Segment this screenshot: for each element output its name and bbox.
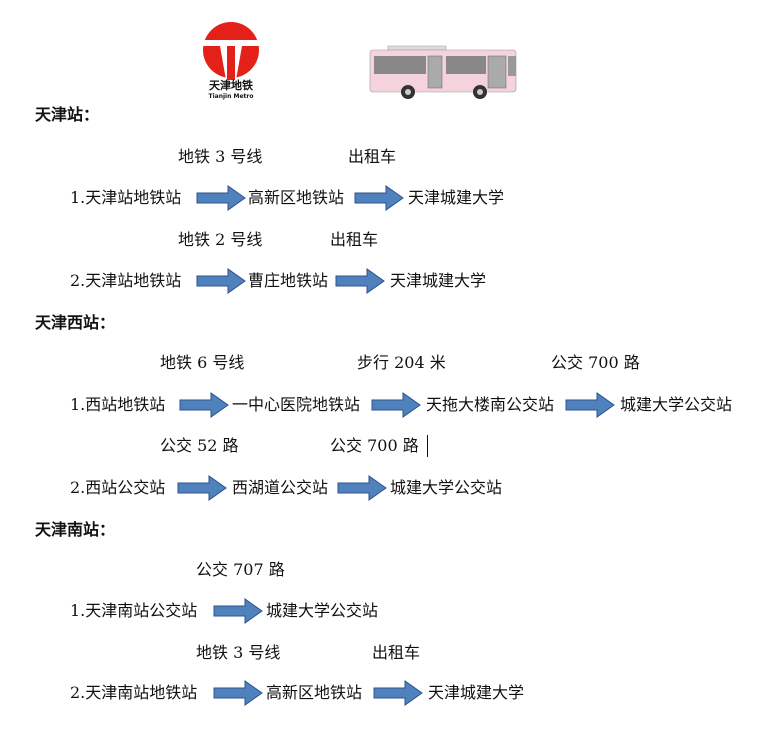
svg-text:天津地铁: 天津地铁 <box>209 78 253 92</box>
route-stop: 高新区地铁站 <box>248 188 345 207</box>
tianjin-metro-logo: 天津地铁 Tianjin Metro <box>198 20 264 100</box>
route-stop: 1.天津南站公交站 <box>70 601 198 620</box>
route-stop: 高新区地铁站 <box>266 683 363 702</box>
route-label: 公交 700 路 <box>551 353 640 372</box>
route-label: 出租车 <box>330 230 379 249</box>
route-label: 地铁 6 号线 <box>160 353 245 372</box>
section-title: 天津站： <box>35 105 100 124</box>
right-arrow-icon <box>213 680 263 706</box>
route-stop: 1.西站地铁站 <box>70 395 166 414</box>
route-stop: 2.西站公交站 <box>70 478 166 497</box>
route-stop: 曹庄地铁站 <box>248 271 329 290</box>
right-arrow-icon <box>179 392 229 418</box>
route-stop: 天津城建大学 <box>428 683 525 702</box>
route-label: 地铁 3 号线 <box>196 643 281 662</box>
right-arrow-icon <box>371 392 421 418</box>
right-arrow-icon <box>335 268 385 294</box>
route-stop: 天津城建大学 <box>408 188 505 207</box>
right-arrow-icon <box>213 598 263 624</box>
route-label: 地铁 2 号线 <box>178 230 263 249</box>
right-arrow-icon <box>565 392 615 418</box>
route-stop: 城建大学公交站 <box>390 478 503 497</box>
route-label: 公交 700 路 <box>330 436 419 455</box>
right-arrow-icon <box>354 185 404 211</box>
text-cursor <box>427 435 428 457</box>
route-label: 步行 204 米 <box>357 353 446 372</box>
route-stop: 天拖大楼南公交站 <box>426 395 555 414</box>
route-stop: 2.天津站地铁站 <box>70 271 182 290</box>
route-label: 出租车 <box>372 643 421 662</box>
section-title: 天津西站： <box>35 313 116 332</box>
route-stop: 天津城建大学 <box>390 271 487 290</box>
right-arrow-icon <box>373 680 423 706</box>
route-stop: 1.天津站地铁站 <box>70 188 182 207</box>
route-label: 地铁 3 号线 <box>178 147 263 166</box>
route-label: 公交 52 路 <box>160 436 239 455</box>
right-arrow-icon <box>177 475 227 501</box>
route-stop: 西湖道公交站 <box>232 478 329 497</box>
right-arrow-icon <box>337 475 387 501</box>
route-label: 出租车 <box>348 147 397 166</box>
section-title: 天津南站： <box>35 520 116 539</box>
route-stop: 一中心医院地铁站 <box>232 395 361 414</box>
svg-text:Tianjin Metro: Tianjin Metro <box>209 93 254 100</box>
right-arrow-icon <box>196 185 246 211</box>
right-arrow-icon <box>196 268 246 294</box>
route-stop: 城建大学公交站 <box>620 395 733 414</box>
route-stop: 2.天津南站地铁站 <box>70 683 198 702</box>
route-label: 公交 707 路 <box>196 560 285 579</box>
route-stop: 城建大学公交站 <box>266 601 379 620</box>
bus-image <box>369 45 517 99</box>
